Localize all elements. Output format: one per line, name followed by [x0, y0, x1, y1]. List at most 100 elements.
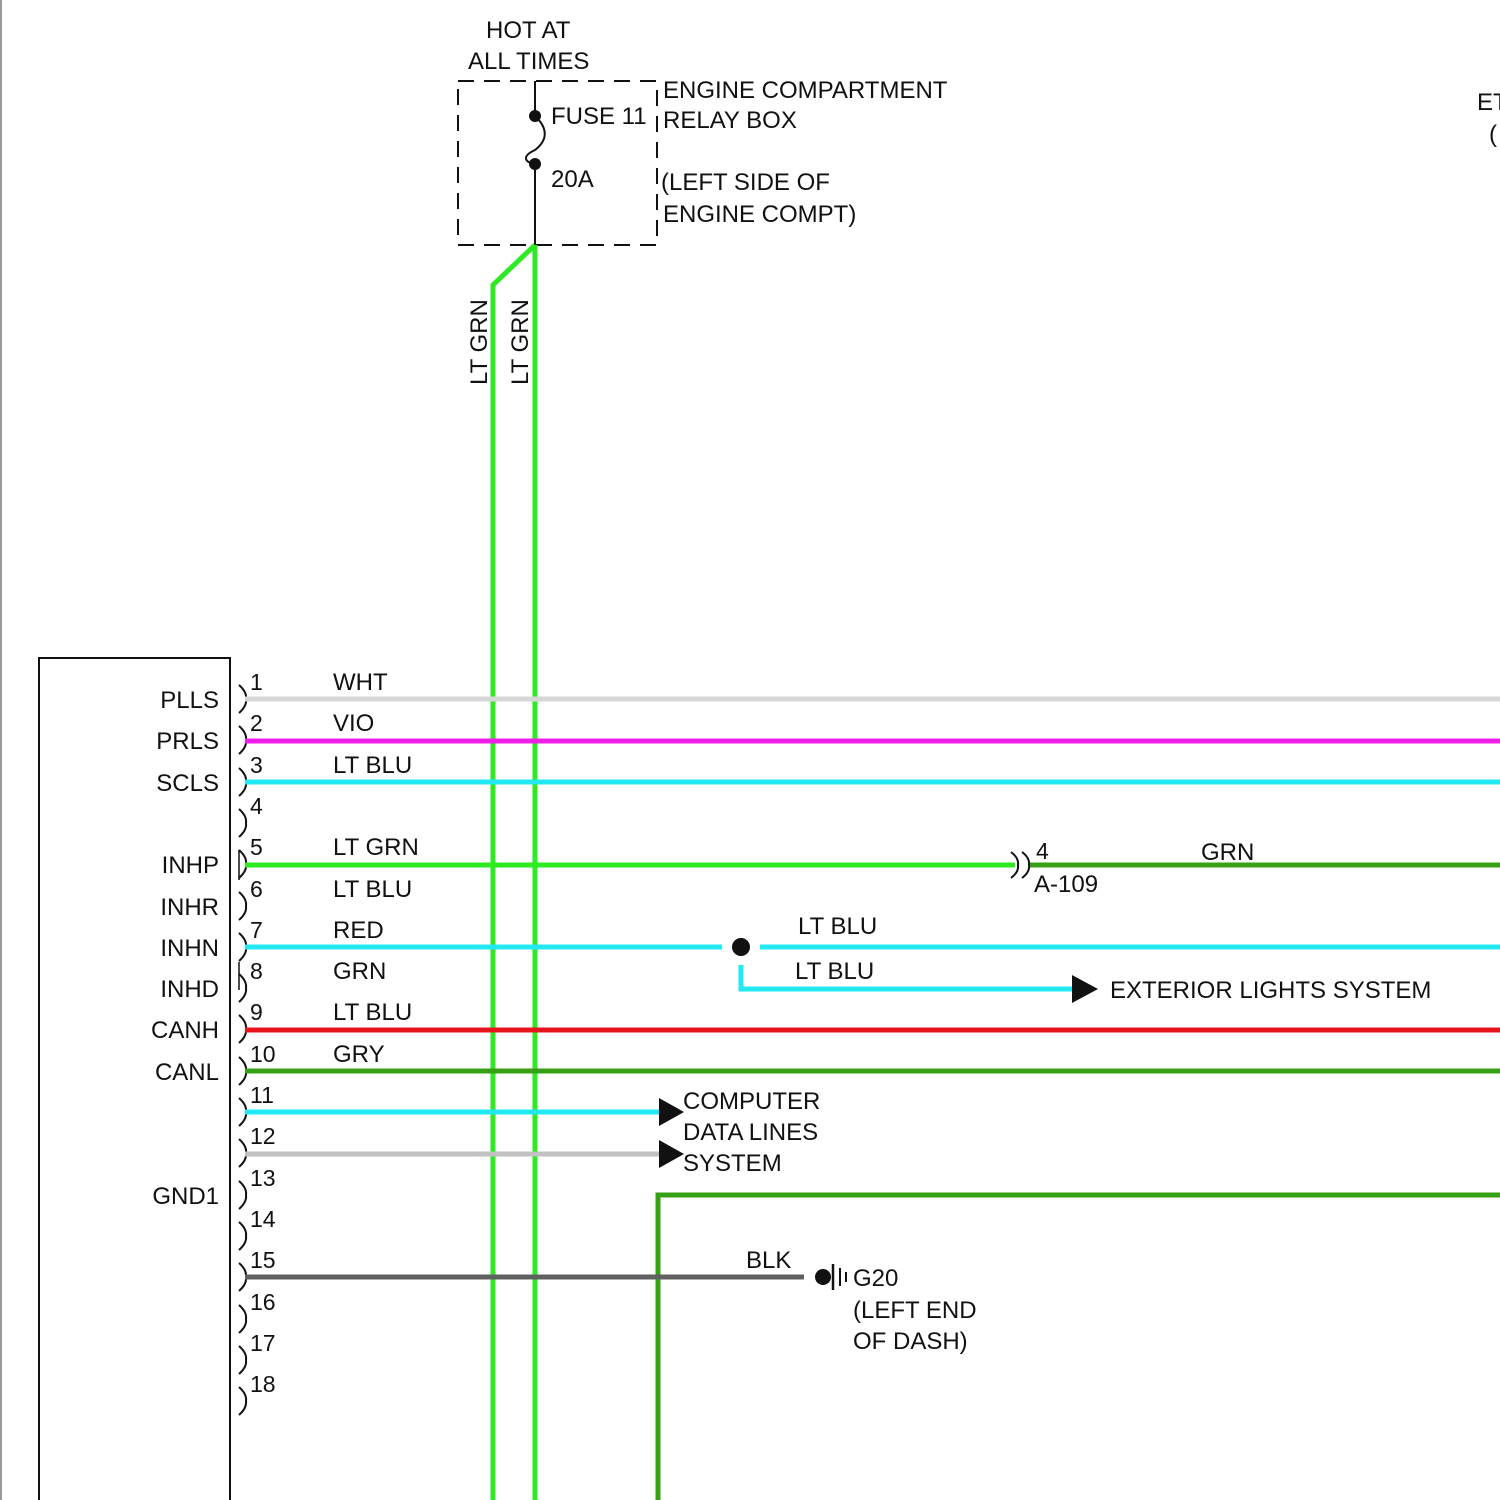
- ground-g20: BLK G20 (LEFT END OF DASH): [746, 1247, 977, 1355]
- exterior-lights-label: EXTERIOR LIGHTS SYSTEM: [1110, 977, 1431, 1004]
- terminal-pin-number: 1: [250, 669, 263, 695]
- terminal-row: 1PLLSWHT: [160, 669, 388, 714]
- data-lines-label-3: SYSTEM: [683, 1150, 782, 1177]
- wire-splice-branch: [741, 965, 1072, 989]
- relay-box: HOT AT ALL TIMES FUSE 11 20A ENGINE COMP…: [458, 17, 1500, 245]
- feed-wire-left: [493, 245, 535, 1500]
- ground-dot: [815, 1269, 831, 1285]
- terminal-pin-number: 9: [250, 999, 263, 1025]
- splice-wire-branch-label: LT BLU: [795, 958, 874, 985]
- connector-a109-wire-label: GRN: [1201, 839, 1254, 866]
- terminal-name: INHP: [162, 852, 219, 879]
- terminal-cup: [239, 892, 246, 920]
- terminal-wire-color-label: LT BLU: [333, 999, 412, 1026]
- terminal-pin-number: 8: [250, 958, 263, 984]
- terminal-name: INHD: [160, 976, 219, 1003]
- terminal-name: INHR: [160, 894, 219, 921]
- feed-wire-right-label: LT GRN: [507, 299, 534, 385]
- wire-grn-loop: [658, 1195, 1500, 1500]
- terminal-name: INHN: [160, 935, 219, 962]
- terminal-wire-color-label: GRN: [333, 958, 386, 985]
- terminal-cup: [239, 1305, 246, 1333]
- terminal-cup: [239, 1181, 246, 1209]
- data-lines-label-1: COMPUTER: [683, 1088, 820, 1115]
- ground-wire-label: BLK: [746, 1247, 791, 1274]
- terminal-row: 12: [239, 1123, 276, 1167]
- terminal-pin-number: 5: [250, 834, 263, 860]
- exterior-lights-arrow-icon: [1072, 975, 1098, 1003]
- terminal-pin-number: 11: [250, 1082, 274, 1108]
- relay-box-name-line2: RELAY BOX: [663, 107, 797, 134]
- terminal-pin-number: 14: [250, 1206, 276, 1232]
- terminal-name: SCLS: [156, 770, 219, 797]
- terminal-row: 17: [239, 1330, 276, 1374]
- terminal-name: CANL: [155, 1059, 219, 1086]
- terminal-pin-number: 15: [250, 1247, 276, 1273]
- data-line-arrow-1-icon: [659, 1098, 684, 1126]
- fuse-icon: [526, 116, 545, 164]
- terminal-pin-number: 7: [250, 917, 263, 943]
- terminal-row: 16: [239, 1289, 276, 1333]
- data-lines: COMPUTER DATA LINES SYSTEM: [659, 1088, 820, 1177]
- terminal-name: GND1: [152, 1183, 219, 1210]
- terminal-name: PRLS: [156, 728, 219, 755]
- terminal-cup: [239, 1387, 246, 1415]
- terminal-name: CANH: [151, 1017, 219, 1044]
- edge-fragment-1: ET: [1477, 89, 1500, 116]
- terminal-pin-number: 13: [250, 1165, 276, 1191]
- terminal-pin-number: 16: [250, 1289, 276, 1315]
- splice-wire-top-label: LT BLU: [798, 913, 877, 940]
- ground-name: G20: [853, 1265, 898, 1292]
- terminal-row: 15: [239, 1247, 276, 1291]
- terminal-pin-number: 17: [250, 1330, 276, 1356]
- splice-dot: [732, 938, 750, 956]
- terminal-wire-color-label: VIO: [333, 710, 374, 737]
- terminal-pin-number: 18: [250, 1371, 276, 1397]
- terminal-pin-number: 6: [250, 876, 263, 902]
- fuse-rating: 20A: [551, 166, 594, 193]
- data-line-arrow-2-icon: [659, 1140, 684, 1168]
- terminal-wire-color-label: RED: [333, 917, 384, 944]
- relay-box-location-line2: ENGINE COMPT): [663, 201, 856, 228]
- terminal-cup: [239, 1346, 246, 1374]
- ground-location-line2: OF DASH): [853, 1328, 968, 1355]
- connector-a109-pin: 4: [1036, 838, 1049, 864]
- terminal-wire-color-label: LT GRN: [333, 834, 419, 861]
- terminal-pin-number: 3: [250, 752, 263, 778]
- edge-fragment-2: (: [1489, 121, 1497, 148]
- connector-a109-cup-2: [1022, 852, 1029, 878]
- terminal-row: 14: [239, 1206, 276, 1250]
- terminal-name: PLLS: [160, 687, 219, 714]
- fuse-label: FUSE 11: [551, 103, 647, 130]
- terminal-wire-color-label: LT BLU: [333, 752, 412, 779]
- terminal-row: 11: [239, 1082, 274, 1126]
- data-lines-label-2: DATA LINES: [683, 1119, 818, 1146]
- terminal-cup: [239, 974, 246, 1002]
- terminal-wire-color-label: GRY: [333, 1041, 385, 1068]
- feed-wire-left-label: LT GRN: [466, 299, 493, 385]
- power-feed-wires: LT GRN LT GRN: [466, 245, 535, 1500]
- terminal-cup: [239, 809, 246, 837]
- terminal-wire-color-label: LT BLU: [333, 876, 412, 903]
- connector-a109: 4 A-109 GRN: [1011, 838, 1254, 898]
- terminal-pin-number: 12: [250, 1123, 276, 1149]
- relay-box-name-line1: ENGINE COMPARTMENT: [663, 77, 948, 104]
- terminal-cup: [239, 1222, 246, 1250]
- terminal-pin-number: 10: [250, 1041, 276, 1067]
- hot-label-line2: ALL TIMES: [468, 48, 589, 75]
- terminal-row: 4: [239, 793, 263, 837]
- ground-location-line1: (LEFT END: [853, 1297, 977, 1324]
- terminal-row: 18: [239, 1371, 276, 1415]
- hot-label-line1: HOT AT: [486, 17, 571, 44]
- connector-a109-name: A-109: [1034, 871, 1098, 898]
- terminal-pin-number: 4: [250, 793, 263, 819]
